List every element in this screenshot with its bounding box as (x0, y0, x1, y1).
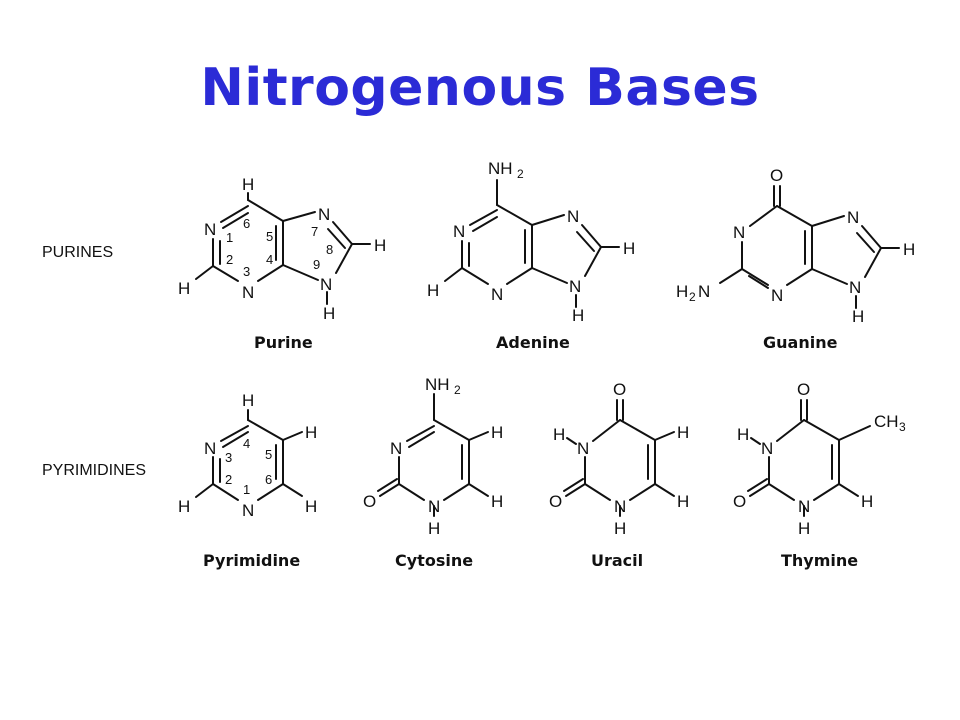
row-label-purines: PURINES (42, 244, 113, 261)
purine-ring-number-9: 9 (313, 257, 320, 272)
molecule-name-pyrimidine: Pyrimidine (203, 551, 300, 570)
thymine-atom-n1: N (798, 497, 810, 516)
uracil-atom-n1: N (614, 497, 626, 516)
molecule-name-uracil: Uracil (591, 551, 643, 570)
pyrimidine-ring-number-5: 5 (265, 447, 272, 462)
purine-bonds (195, 192, 371, 305)
guanine-atom-n3: N (771, 286, 783, 305)
row-label-pyrimidines: PYRIMIDINES (42, 462, 146, 479)
purine-atom-n3: N (242, 283, 254, 302)
uracil-atom-n3: N (577, 439, 589, 458)
pyrimidine-ring-number-4: 4 (243, 436, 250, 451)
purine-atom-h-right: H (374, 236, 386, 255)
thymine-atom-h-n3: H (737, 425, 749, 444)
pyrimidine-atom-h-lower-right: H (305, 497, 317, 516)
cytosine-atom-n1: N (428, 497, 440, 516)
cytosine-bonds (377, 393, 489, 517)
pyrimidine-atom-h-top: H (242, 391, 254, 410)
guanine-atom-h2n-h: H (676, 282, 688, 301)
thymine-atom-h-lower-right: H (861, 492, 873, 511)
pyrimidine-atom-n1: N (242, 501, 254, 520)
purine-ring-number-5: 5 (266, 229, 273, 244)
adenine-atom-nh: NH (488, 159, 513, 178)
thymine-atom-o-top: O (797, 380, 810, 399)
guanine-bonds (719, 185, 900, 309)
pyrimidine-ring-number-1: 1 (243, 482, 250, 497)
cytosine-atom-n3: N (390, 439, 402, 458)
adenine-atom-n1: N (453, 222, 465, 241)
cytosine-atom-o: O (363, 492, 376, 511)
pyrimidine-ring-number-3: 3 (225, 450, 232, 465)
slide-title: Nitrogenous Bases (200, 58, 760, 118)
adenine-bonds (444, 179, 620, 308)
molecule-name-thymine: Thymine (781, 551, 858, 570)
molecule-name-guanine: Guanine (763, 333, 838, 352)
cytosine-subscript-2: 2 (454, 383, 461, 397)
purine-atom-h-left: H (178, 279, 190, 298)
thymine-structure: O CH 3 H N N H O H Thymine (733, 380, 906, 570)
adenine-atom-n3: N (491, 285, 503, 304)
uracil-atom-h-upper-right: H (677, 423, 689, 442)
purine-atom-h-bottom: H (323, 304, 335, 323)
purine-atom-n7: N (318, 205, 330, 224)
purine-ring-number-2: 2 (226, 252, 233, 267)
cytosine-atom-nh: NH (425, 375, 450, 394)
purine-atom-h-top: H (242, 175, 254, 194)
guanine-subscript-2: 2 (689, 290, 696, 304)
pyrimidine-atom-h-left: H (178, 497, 190, 516)
cytosine-structure: NH 2 N N H O H H Cytosine (363, 375, 503, 570)
guanine-atom-h-bottom: H (852, 307, 864, 326)
guanine-atom-h2n-n: N (698, 282, 710, 301)
cytosine-atom-h-upper-right: H (491, 423, 503, 442)
purine-ring-number-8: 8 (326, 242, 333, 257)
adenine-structure: NH 2 N N H N H N H Adenine (427, 159, 635, 352)
purine-ring-number-3: 3 (243, 264, 250, 279)
purine-ring-number-7: 7 (311, 224, 318, 239)
guanine-atom-n9: N (849, 278, 861, 297)
purine-ring-number-4: 4 (266, 252, 273, 267)
adenine-atom-n7: N (567, 207, 579, 226)
uracil-structure: O H N N H O H H Uracil (549, 380, 689, 570)
thymine-atom-ch: CH (874, 412, 899, 431)
uracil-bonds (563, 399, 675, 517)
adenine-atom-n9: N (569, 277, 581, 296)
adenine-subscript-2: 2 (517, 167, 524, 181)
pyrimidine-structure: H N N H H H 4 3 5 2 6 1 Pyrimidine (178, 391, 317, 570)
pyrimidine-bonds (195, 409, 303, 501)
thymine-atom-o-left: O (733, 492, 746, 511)
uracil-atom-h-n3: H (553, 425, 565, 444)
purine-structure: H N N H N H N H 1 2 3 4 5 6 7 8 9 Purine (178, 175, 386, 352)
guanine-atom-h-right: H (903, 240, 915, 259)
guanine-atom-o: O (770, 166, 783, 185)
pyrimidine-atom-h-upper-right: H (305, 423, 317, 442)
thymine-atom-n3: N (761, 439, 773, 458)
molecule-name-cytosine: Cytosine (395, 551, 473, 570)
pyrimidine-ring-number-6: 6 (265, 472, 272, 487)
uracil-atom-h-lower-right: H (677, 492, 689, 511)
molecule-name-purine: Purine (254, 333, 313, 352)
thymine-subscript-3: 3 (899, 420, 906, 434)
adenine-atom-h-left: H (427, 281, 439, 300)
uracil-atom-h-n1: H (614, 519, 626, 538)
thymine-bonds (747, 399, 871, 517)
guanine-atom-n1: N (733, 223, 745, 242)
purine-atom-n9: N (320, 275, 332, 294)
pyrimidine-atom-n3: N (204, 439, 216, 458)
guanine-atom-n7: N (847, 208, 859, 227)
purine-atom-n1: N (204, 220, 216, 239)
adenine-atom-h-bottom: H (572, 306, 584, 325)
uracil-atom-o-top: O (613, 380, 626, 399)
guanine-structure: O N N H 2 N N H N H Guanine (676, 166, 915, 352)
pyrimidine-ring-number-2: 2 (225, 472, 232, 487)
molecule-name-adenine: Adenine (496, 333, 570, 352)
purine-ring-number-1: 1 (226, 230, 233, 245)
thymine-atom-h-n1: H (798, 519, 810, 538)
purine-ring-number-6: 6 (243, 216, 250, 231)
cytosine-atom-h-lower-right: H (491, 492, 503, 511)
cytosine-atom-h-n1: H (428, 519, 440, 538)
uracil-atom-o-left: O (549, 492, 562, 511)
adenine-atom-h-right: H (623, 239, 635, 258)
